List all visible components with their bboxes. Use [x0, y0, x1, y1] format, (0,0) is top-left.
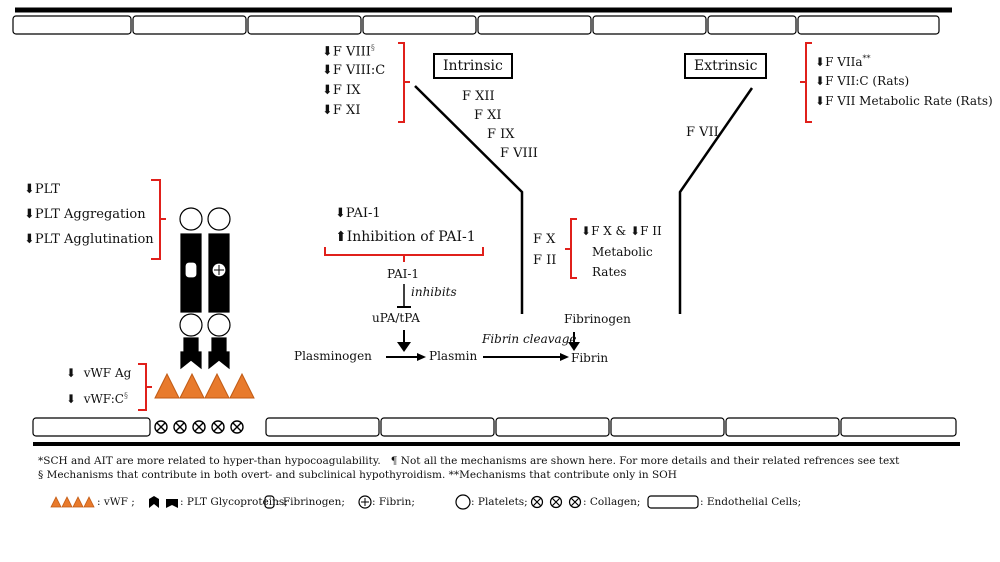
- pai-decreased: ⬇PAI-1: [335, 206, 381, 221]
- legend-fibrin-label: : Fibrin;: [372, 496, 415, 508]
- common-factor-fii: F II: [533, 253, 557, 268]
- intrinsic-factor-fix: F IX: [487, 127, 515, 142]
- platelet-decreased-aggregation: ⬇PLT Aggregation: [24, 207, 146, 222]
- legend-fibrin-icon: [358, 495, 372, 509]
- fibrin-label: Fibrin: [571, 351, 609, 365]
- platelet-decreased-plt: ⬇PLT: [24, 182, 60, 197]
- fibrin-cleavage-label: Fibrin cleavage: [482, 332, 577, 346]
- intrinsic-decreased-fxi: ⬇F XI: [322, 103, 361, 118]
- vwf-decreased-c: ⬇ vWF:C§: [66, 391, 128, 406]
- legend-collagen-label: : Collagen;: [583, 496, 641, 508]
- legend-vwf-icon: [50, 496, 95, 508]
- intrinsic-factor-fviii: F VIII: [500, 146, 538, 161]
- legend-fibrinogen-icon: [264, 495, 275, 509]
- extrinsic-decreased-fviic: ⬇F VII:C (Rats): [815, 74, 910, 88]
- common-decreased-note: ⬇F X & ⬇F II: [581, 224, 662, 238]
- extrinsic-decreased-fviia: ⬇F VIIa**: [815, 54, 871, 69]
- pai-inhibits-label: inhibits: [411, 285, 457, 299]
- bracket-platelets: [151, 179, 166, 260]
- plasmin-arrowhead: [417, 353, 426, 361]
- bracket-vwf: [138, 363, 152, 411]
- fibrin-cleavage-arrowhead: [560, 353, 569, 361]
- legend-plt-gp-label: : PLT Glycoproteins;: [180, 496, 288, 508]
- footnote-line-2: § Mechanisms that contribute in both ove…: [38, 469, 677, 481]
- plasminogen-label: Plasminogen: [294, 349, 372, 363]
- legend-fibrinogen-label: : Fibrinogen;: [276, 496, 345, 508]
- footnote-line-1: *SCH and AIT are more related to hyper-t…: [38, 455, 900, 467]
- extrinsic-title-box: Extrinsic: [684, 53, 768, 79]
- legend-endothelial-icon: [647, 495, 699, 509]
- pai-increased-inhibition: ⬆Inhibition of PAI-1: [335, 229, 476, 245]
- bracket-common: [565, 218, 577, 279]
- intrinsic-factor-fxii: F XII: [462, 89, 495, 104]
- extrinsic-decreased-fvii-metabolic: ⬇F VII Metabolic Rate (Rats): [815, 94, 993, 108]
- red-brackets: [138, 42, 812, 411]
- common-note-metabolic: Metabolic: [592, 245, 653, 259]
- intrinsic-pathway-line: [414, 85, 524, 314]
- upa-tpa-label: uPA/tPA: [372, 311, 420, 325]
- vwf-triangles: [154, 372, 255, 399]
- bracket-pai: [324, 247, 484, 262]
- intrinsic-decreased-fviii: ⬇F VIII§: [322, 43, 375, 60]
- pai-label: PAI-1: [387, 267, 420, 281]
- bracket-intrinsic: [398, 42, 410, 123]
- top-endothelial-cells: [12, 15, 940, 35]
- intrinsic-decreased-fviiic: ⬇F VIII:C: [322, 63, 386, 78]
- bottom-endothelial-cells: [32, 417, 957, 437]
- extrinsic-factor-fvii: F VII: [686, 125, 719, 140]
- vwf-decreased-ag: ⬇ vWF Ag: [66, 366, 132, 380]
- legend-platelet-icon: [455, 494, 471, 510]
- platelet-decreased-agglutination: ⬇PLT Agglutination: [24, 232, 154, 247]
- upa-arrowhead: [397, 342, 411, 352]
- common-factor-fx: F X: [533, 232, 556, 247]
- legend-platelets-label: : Platelets;: [471, 496, 528, 508]
- bracket-extrinsic: [800, 42, 812, 123]
- collagen: [154, 420, 244, 434]
- legend-endothelial-label: : Endothelial Cells;: [700, 496, 802, 508]
- intrinsic-title-box: Intrinsic: [433, 53, 513, 79]
- fibrinogen-arrowhead: [568, 342, 580, 351]
- intrinsic-factor-fxi: F XI: [474, 108, 502, 123]
- intrinsic-decreased-fix: ⬇F IX: [322, 83, 361, 98]
- fibrinogen-label: Fibrinogen: [564, 312, 631, 326]
- legend-vwf-label: : vWF ;: [97, 496, 135, 508]
- common-note-rates: Rates: [592, 265, 627, 279]
- extrinsic-pathway-line: [678, 87, 754, 314]
- legend-collagen-icon: [530, 495, 582, 509]
- platelet-column: [179, 207, 231, 370]
- legend-plt-glycoprotein-icon: [149, 496, 178, 508]
- plasmin-label: Plasmin: [429, 349, 478, 363]
